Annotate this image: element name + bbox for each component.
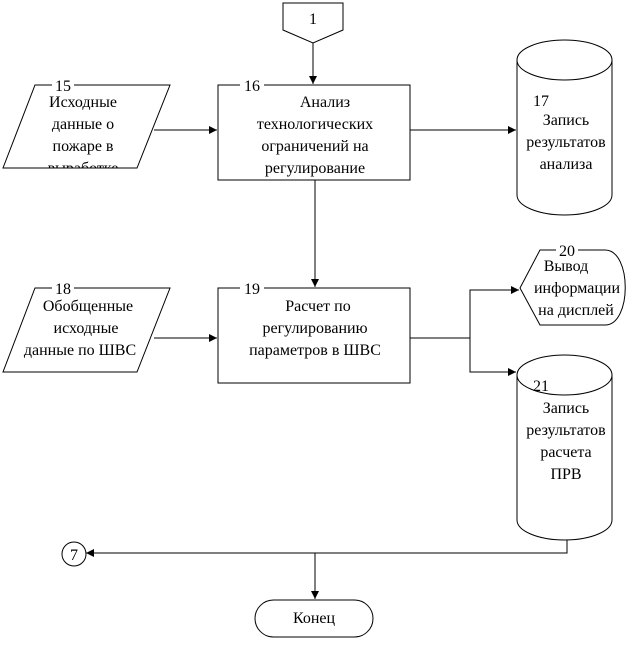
arrow-21-to-7 [86,540,568,557]
terminator-end: Конец [254,599,374,638]
block-text: регулирование [265,160,365,177]
flow-lines [86,42,568,599]
block-text: на дисплей [538,302,614,319]
block-text: регулированию [262,320,367,337]
block-text: Исходные [49,94,117,111]
block-number: 19 [244,281,260,298]
block-text: Запись [543,112,589,129]
block-19-process: 19 Расчет по регулированию параметров в … [217,281,411,384]
block-text: Расчет по [285,298,350,315]
block-text: технологических [257,116,373,133]
arrow-19-to-21 [469,338,516,376]
block-text: ПРВ [550,466,581,483]
block-text: пожаре в [53,138,114,155]
arrow-19-to-20 [410,286,519,339]
connector-label: 1 [309,11,317,28]
offpage-connector-1: 1 [282,2,344,44]
connector-label: 7 [70,547,78,564]
block-text: ограничений на [261,138,368,155]
block-text: Вывод [544,258,589,275]
block-17-storage: 17 Запись результатов анализа [516,39,613,216]
connector-7: 7 [61,541,87,567]
block-text: параметров в ШВС [249,342,381,359]
block-text: расчета [540,444,591,461]
block-21-storage: 21 Запись результатов расчета ПРВ [516,354,613,541]
block-number: 18 [55,281,71,298]
block-text: информации [534,280,620,297]
block-text: результатов [526,422,606,439]
block-18-input: 18 Обобщенные исходные данные по ШВС [2,281,171,373]
block-text: данные по ШВС [24,342,136,359]
block-text: данные о [52,116,114,133]
block-text: выработке [48,160,119,177]
block-number: 16 [244,78,260,95]
block-text: Обобщенные [43,298,133,315]
block-number: 17 [533,93,549,110]
block-number: 20 [559,243,575,260]
block-number: 21 [533,378,549,395]
block-20-display: 20 Вывод информации на дисплей [519,243,626,326]
block-text: анализа [540,156,593,173]
block-16-process: 16 Анализ технологических ограничений на… [217,78,411,181]
block-text: Запись [543,400,589,417]
block-text: Анализ [300,94,350,111]
block-15-input: 15 Исходные данные о пожаре в выработке [2,78,171,177]
block-text: результатов [526,134,606,151]
block-text: исходные [54,320,119,337]
block-number: 15 [55,78,71,95]
terminator-label: Конец [293,610,336,627]
